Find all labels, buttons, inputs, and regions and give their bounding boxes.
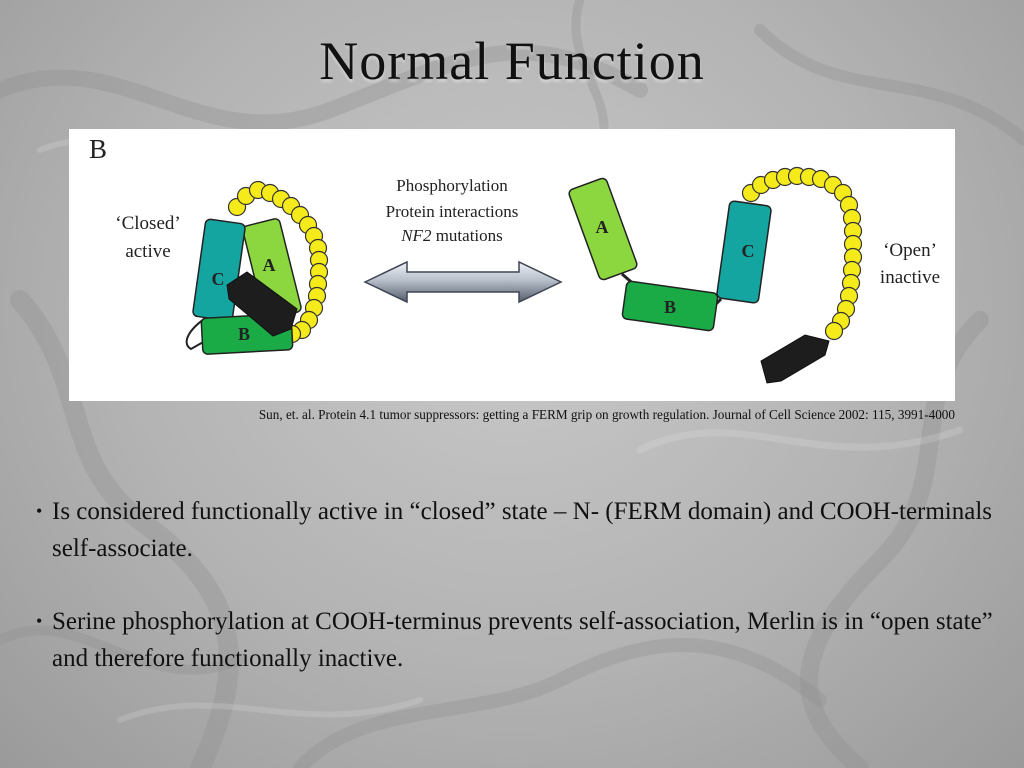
open-tail-beads	[741, 166, 863, 341]
closed-cterm-block	[226, 271, 298, 337]
transition-line-1: Phosphorylation	[396, 176, 508, 195]
slide-title: Normal Function	[319, 31, 705, 91]
open-domain-b: B	[621, 280, 719, 332]
bullet-item: • Is considered functionally active in “…	[36, 493, 996, 567]
nf2-gene-name: NF2	[400, 226, 432, 245]
open-cterm-block	[760, 334, 830, 384]
bullet-marker: •	[36, 501, 43, 521]
figure-panel: B ‘Closed’ active A	[69, 129, 955, 401]
citation: Sun, et. al. Protein 4.1 tumor suppresso…	[258, 407, 955, 422]
svg-text:B: B	[664, 297, 676, 317]
reversible-double-arrow	[363, 260, 563, 304]
open-state-label: ‘Open’	[883, 240, 937, 261]
closed-tail-beads	[227, 180, 329, 344]
open-domain-a: A	[568, 177, 638, 281]
bullet-item: • Serine phosphorylation at COOH-terminu…	[36, 603, 996, 677]
bullet-text: Is considered functionally active in “cl…	[52, 498, 993, 562]
svg-text:C: C	[742, 241, 755, 261]
closed-state-label: ‘Closed’	[115, 213, 180, 234]
panel-label: B	[89, 134, 107, 164]
bullet-text: Serine phosphorylation at COOH-terminus …	[52, 608, 993, 672]
svg-text:A: A	[263, 255, 276, 275]
mutations-text: mutations	[431, 226, 502, 245]
bullet-marker: •	[36, 611, 43, 631]
svg-text:C: C	[212, 269, 225, 289]
svg-text:B: B	[238, 324, 250, 344]
bullet-list: • Is considered functionally active in “…	[36, 493, 996, 677]
svg-text:A: A	[596, 217, 609, 237]
closed-state-sublabel: active	[125, 241, 170, 262]
transition-line-2: Protein interactions	[386, 202, 519, 221]
transition-line-3: NF2 mutations	[400, 226, 503, 245]
open-state-sublabel: inactive	[880, 267, 940, 288]
closed-domain-a: A	[242, 218, 302, 320]
open-domain-c: C	[716, 200, 772, 304]
merlin-conformation-diagram: B ‘Closed’ active A	[89, 134, 940, 384]
